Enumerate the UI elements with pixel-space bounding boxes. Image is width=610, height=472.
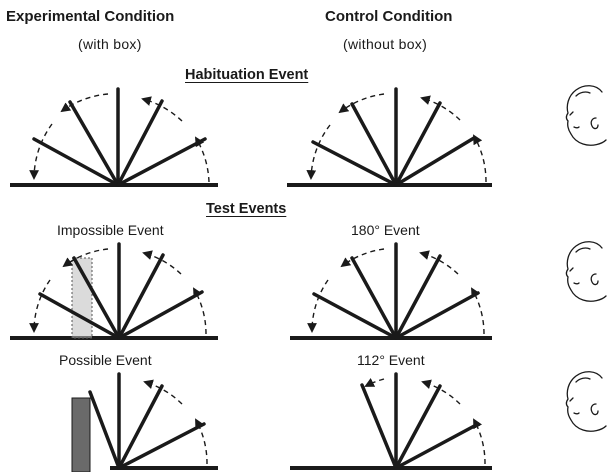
rotation-arrow [29,123,53,180]
rotation-arrow [193,287,207,335]
control-condition-subtitle: (without box) [343,36,428,52]
rotation-arrow [62,248,109,268]
rotation-arrow [338,93,385,114]
screen-rotation-lines [312,242,480,340]
screen-rotation-lines [38,242,204,340]
rotation-arrow [471,287,485,335]
screen-rotation-lines [88,372,206,470]
infant-face-icon [565,241,607,302]
rotation-arrow [29,279,51,333]
rotation-arrow [473,134,487,183]
habituation-experimental-diagram [10,87,218,187]
possible-event-diagram [71,372,218,472]
possible-event-label: Possible Event [59,352,152,368]
screen-rotation-lines [32,87,207,187]
impossible-event-label: Impossible Event [57,222,164,238]
experimental-condition-subtitle: (with box) [78,36,142,52]
impossible-event-diagram [10,242,218,340]
infant-face-icon [565,371,607,432]
box [71,397,91,472]
control-condition-title: Control Condition [325,8,453,25]
rotation-arrow [60,93,109,113]
rotation-arrow [364,378,385,387]
rotation-arrow [195,418,208,465]
rotation-arrow [419,250,459,275]
experimental-condition-title: Experimental Condition [6,8,175,25]
test-events-heading: Test Events [206,201,287,217]
rotation-arrow [142,250,182,275]
rotation-arrow [141,96,183,122]
habituation-event-heading: Habituation Event [185,67,309,83]
rotation-arrow [306,124,331,180]
rotation-arrow [307,279,329,333]
infant-face-icon [565,85,607,146]
screen-rotation-lines [360,372,480,470]
habituation-control-diagram [287,87,492,187]
deg180-event-diagram [290,242,492,340]
screen-rotation-lines [311,87,476,187]
deg112-event-label: 112° Event [357,352,425,368]
deg112-event-diagram [290,372,492,470]
rotation-arrow [473,418,486,465]
deg180-event-label: 180° Event [351,222,420,238]
rotation-arrow [340,248,385,268]
rotation-arrow [421,379,461,405]
rotation-arrow [420,95,461,121]
rotation-arrow [143,379,183,405]
rotation-arrow [194,136,210,183]
